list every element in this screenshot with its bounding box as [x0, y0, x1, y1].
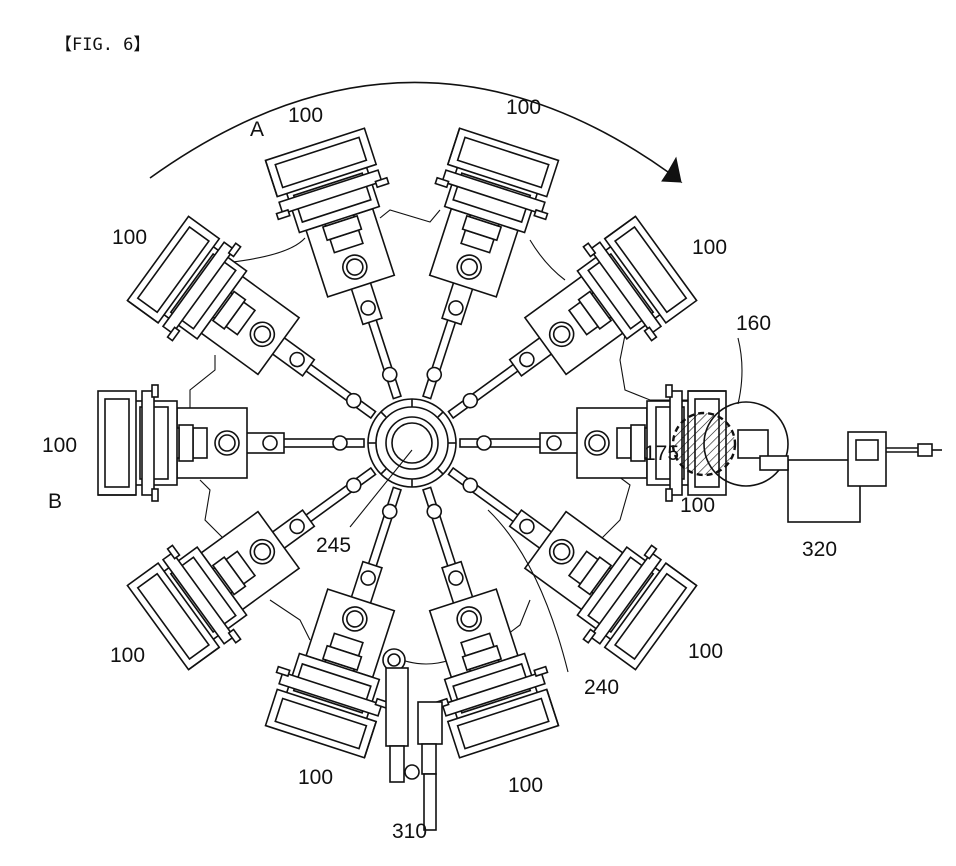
central-hub	[368, 399, 456, 487]
label-station-upper-right: 100	[692, 236, 727, 259]
label-175: 175	[644, 442, 679, 465]
figure-title: 【FIG. 6】	[55, 35, 150, 55]
station-top-left	[260, 126, 453, 415]
label-320: 320	[802, 538, 837, 561]
label-station-left: 100	[42, 434, 77, 457]
label-station-bottom-left: 100	[298, 766, 333, 789]
label-245: 245	[316, 534, 351, 557]
label-station-lower-left: 100	[110, 644, 145, 667]
label-240: 240	[584, 676, 619, 699]
lower-device-310	[383, 649, 442, 830]
label-160: 160	[736, 312, 771, 335]
label-station-upper-left: 100	[112, 226, 147, 249]
label-station-lower-right: 100	[688, 640, 723, 663]
station-top-right	[372, 126, 565, 415]
rotation-arrow	[150, 82, 681, 182]
label-station-top-right: 100	[506, 96, 541, 119]
station-left	[98, 385, 364, 501]
label-station-right: 100	[680, 494, 715, 517]
label-station-bottom-right: 100	[508, 774, 543, 797]
label-310: 310	[392, 820, 427, 843]
label-station-b: B	[48, 490, 62, 513]
label-rotation-a: A	[250, 118, 264, 141]
label-station-top-left: 100	[288, 104, 323, 127]
